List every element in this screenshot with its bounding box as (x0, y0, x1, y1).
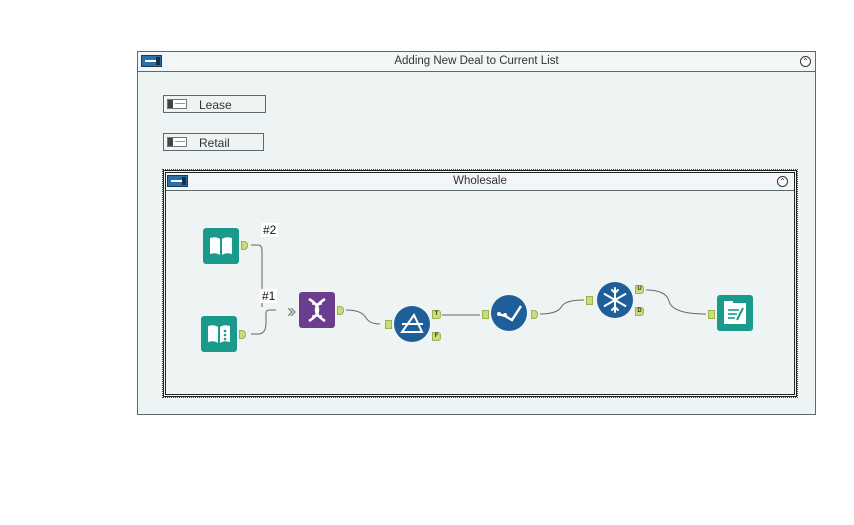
lease-label: Lease (199, 98, 232, 112)
wholesale-toggle[interactable] (167, 175, 188, 187)
filter-tool[interactable] (393, 305, 431, 346)
input-1-output-anchor[interactable] (241, 241, 248, 250)
unique-input-anchor[interactable] (586, 296, 593, 305)
wholesale-container[interactable]: Wholesale ⌃ #2 #1 (162, 169, 798, 398)
select-output-anchor[interactable] (531, 310, 538, 319)
outer-container-title: Adding New Deal to Current List (394, 55, 559, 67)
wholesale-collapse-icon[interactable]: ⌃ (777, 176, 788, 187)
select-check-icon (491, 295, 527, 331)
union-output-anchor[interactable] (337, 306, 344, 315)
connection-lines (251, 244, 707, 335)
retail-container[interactable]: Retail (163, 133, 264, 151)
unique-snowflake-icon (597, 282, 633, 318)
wholesale-title: Wholesale (453, 175, 507, 187)
outer-container: Adding New Deal to Current List ⌃ Lease … (137, 51, 816, 415)
outer-collapse-icon[interactable]: ⌃ (800, 56, 811, 67)
retail-label: Retail (199, 136, 230, 150)
filter-false-anchor[interactable]: F (432, 332, 441, 341)
outer-container-toggle[interactable] (141, 55, 162, 67)
lease-container[interactable]: Lease (163, 95, 266, 113)
input-data-tool-1[interactable] (203, 228, 248, 267)
connection-label-1: #1 (260, 289, 278, 303)
filter-input-anchor[interactable] (385, 320, 392, 329)
union-dna-icon (299, 292, 335, 328)
union-input-arrows-icon (288, 308, 296, 316)
input-book-icon-2 (201, 316, 237, 352)
select-tool[interactable] (490, 294, 528, 335)
lease-toggle[interactable] (167, 99, 187, 109)
wholesale-title-bar[interactable]: Wholesale ⌃ (166, 173, 794, 191)
connection-label-2: #2 (261, 223, 279, 237)
output-input-anchor[interactable] (708, 310, 715, 319)
outer-title-bar[interactable]: Adding New Deal to Current List ⌃ (138, 52, 815, 72)
unique-d-anchor[interactable]: D (635, 307, 644, 316)
select-input-anchor[interactable] (482, 310, 489, 319)
unique-tool[interactable] (596, 281, 634, 322)
input-2-output-anchor[interactable] (239, 330, 246, 339)
input-data-tool-2[interactable] (201, 316, 246, 355)
filter-true-anchor[interactable]: T (432, 310, 441, 319)
output-book-icon (717, 295, 753, 331)
output-data-tool[interactable] (717, 295, 753, 334)
input-book-icon (203, 228, 239, 264)
unique-u-anchor[interactable]: U (635, 285, 644, 294)
retail-toggle[interactable] (167, 137, 187, 147)
filter-icon (394, 306, 430, 342)
union-tool[interactable] (299, 292, 344, 331)
